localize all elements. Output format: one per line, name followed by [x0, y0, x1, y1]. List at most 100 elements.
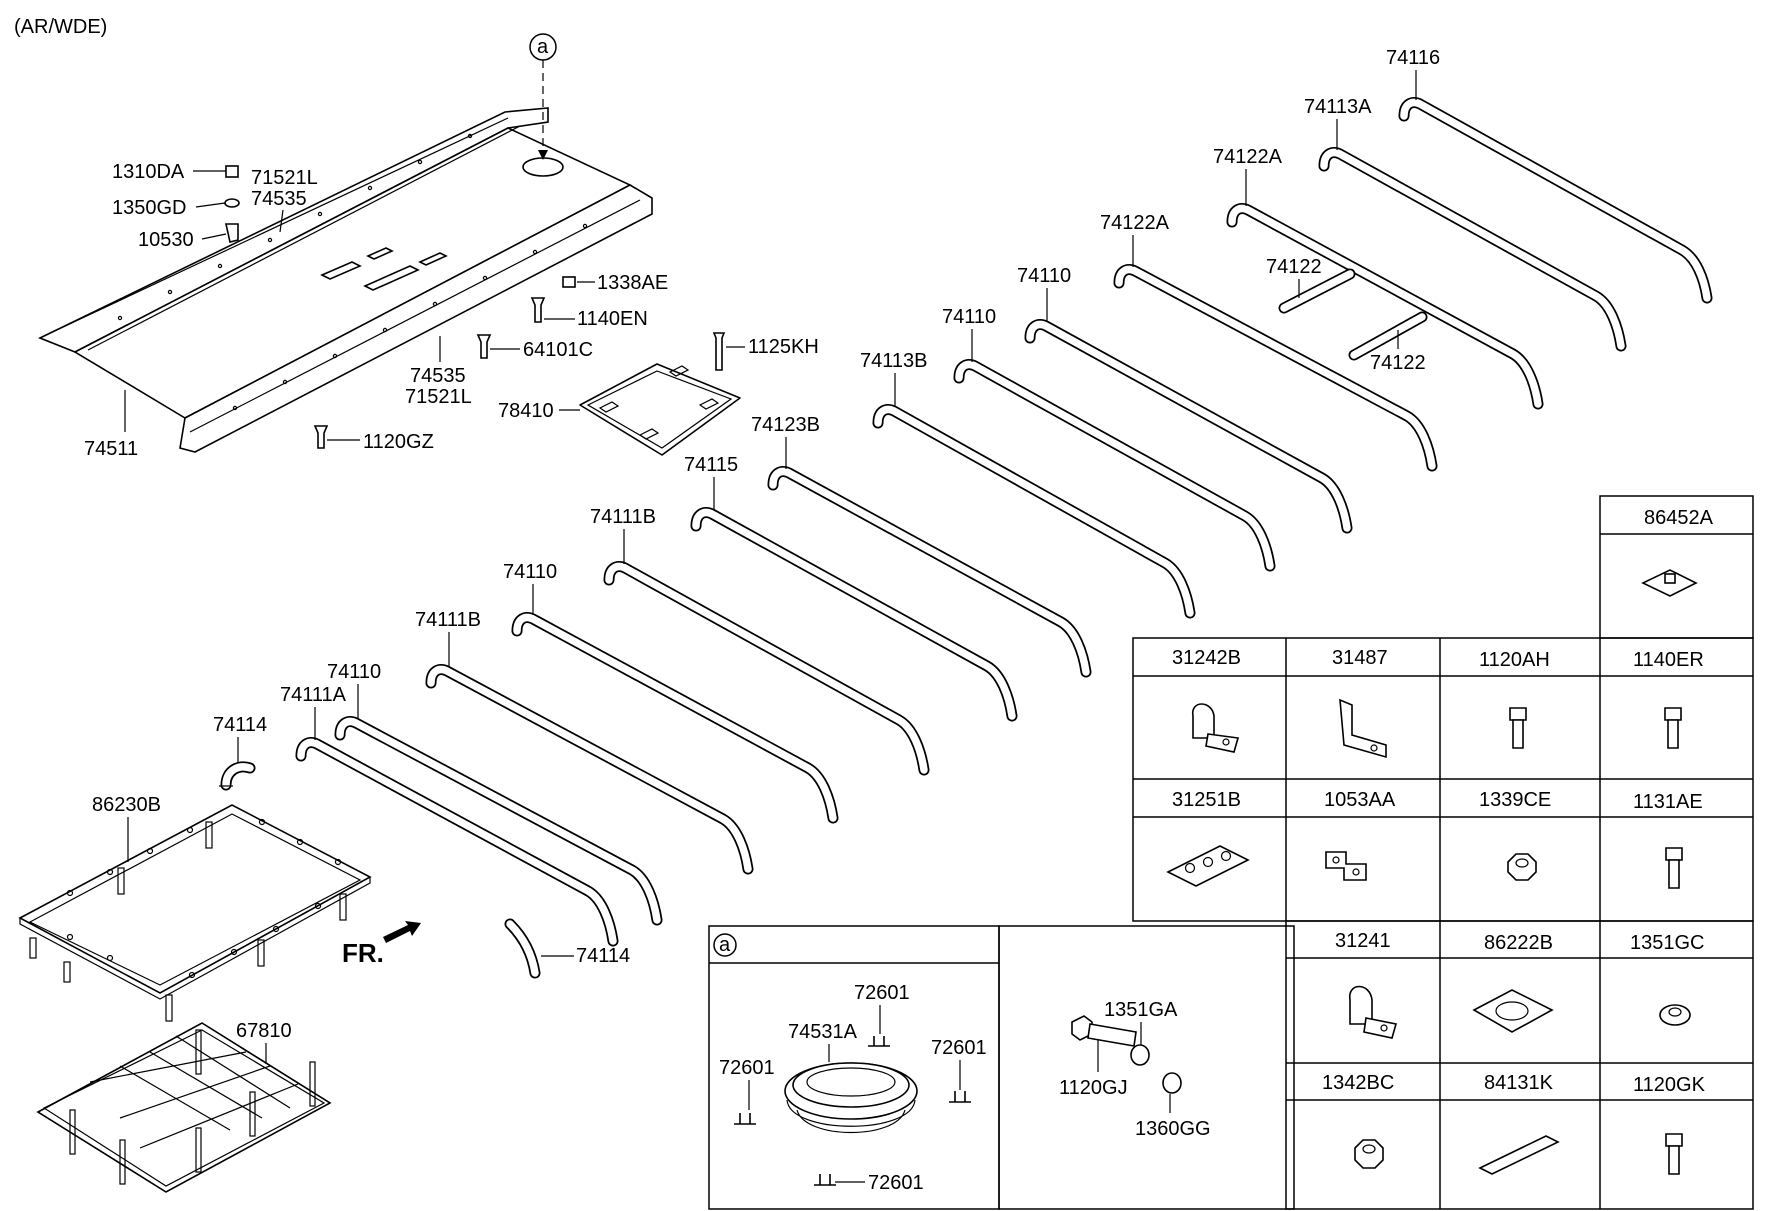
bow-labels: 74116 74113A 74122A 74122A 74122 74122 7… [213, 47, 1440, 967]
cell-1120AH: 1120AH [1479, 649, 1550, 671]
label-71521L-top: 71521L [251, 167, 318, 189]
label-74114-2: 74114 [576, 945, 630, 967]
label-74122A-1: 74122A [1213, 146, 1283, 168]
bow-74110-2 [953, 359, 1276, 572]
cell-84131K: 84131K [1484, 1072, 1554, 1094]
icon-1053AA [1325, 851, 1367, 881]
cell-1131AE: 1131AE [1633, 791, 1703, 813]
cell-1339CE: 1339CE [1479, 789, 1551, 811]
callout-a: a [529, 33, 557, 160]
label-74122A-2: 74122A [1100, 212, 1170, 234]
front-direction-indicator: FR. [342, 921, 421, 968]
cell-86222B: 86222B [1484, 932, 1553, 954]
inset-a-label: a [719, 934, 731, 956]
cell-31241: 31241 [1335, 930, 1391, 952]
front-label: FR. [342, 938, 384, 968]
label-74122-1: 74122 [1266, 256, 1322, 278]
bar-74122-1 [1278, 268, 1356, 314]
bow-74113B [872, 404, 1196, 619]
cell-1120GK: 1120GK [1633, 1074, 1706, 1096]
variant-label: (AR/WDE) [14, 16, 107, 38]
label-74114-1: 74114 [213, 714, 267, 736]
icon-31241 [1349, 985, 1398, 1039]
cell-31242B: 31242B [1172, 647, 1241, 669]
clips-72601 [734, 1036, 971, 1186]
bow-74122A-2 [1113, 264, 1438, 472]
bar-74122-2 [1348, 311, 1428, 361]
bow-74123B [767, 466, 1092, 678]
label-74110-2: 74110 [942, 306, 996, 328]
label-74113A: 74113A [1304, 96, 1372, 118]
icon-1339CE [1507, 853, 1537, 881]
washer-1360GG [1162, 1072, 1182, 1094]
grommet-74531A [784, 1062, 918, 1133]
cell-31487: 31487 [1332, 647, 1388, 669]
label-67810: 67810 [236, 1020, 292, 1042]
endcap-74114-1 [219, 761, 256, 791]
cell-1140ER: 1140ER [1633, 649, 1704, 671]
icon-1120AH [1509, 707, 1527, 749]
icon-86452A [1641, 569, 1698, 597]
label-74110-1: 74110 [1017, 265, 1071, 287]
bow-74113A [1318, 147, 1627, 352]
icon-31487 [1339, 698, 1387, 759]
label-72601-bottom: 72601 [868, 1172, 924, 1194]
bow-74111B-1 [603, 561, 930, 776]
parts-table: 86452A 31242B 31487 1120AH 1140ER 31251B… [1132, 495, 1754, 1210]
icon-1342BC [1354, 1139, 1384, 1169]
bow-74115 [690, 507, 1018, 722]
cell-86452A: 86452A [1644, 507, 1714, 529]
label-74535-top: 74535 [251, 188, 307, 210]
icon-86222B [1472, 989, 1554, 1033]
label-1140EN: 1140EN [577, 308, 648, 330]
icon-1140ER [1664, 707, 1682, 749]
washer-1351GA [1130, 1044, 1150, 1066]
label-74115: 74115 [684, 454, 738, 476]
label-1125KH: 1125KH [748, 336, 819, 358]
label-1120GJ: 1120GJ [1059, 1077, 1128, 1099]
cell-1351GC: 1351GC [1630, 932, 1705, 954]
label-74123B: 74123B [751, 414, 820, 436]
label-74111B-1: 74111B [590, 506, 656, 528]
label-74110-3: 74110 [503, 561, 557, 583]
icon-1120GK [1665, 1133, 1683, 1175]
bow-74110-1 [1024, 319, 1353, 534]
icon-31242B [1192, 703, 1240, 753]
inset-a: a 72601 74531A 72601 72601 72601 [708, 925, 1295, 1210]
label-1360GG: 1360GG [1135, 1118, 1211, 1140]
label-71521L-bot: 71521L [405, 386, 472, 408]
roof-bows [219, 97, 1713, 979]
label-72601-top: 72601 [854, 982, 910, 1004]
roof-fasteners [224, 165, 726, 449]
label-74511: 74511 [84, 438, 138, 460]
label-64101C: 64101C [523, 339, 593, 361]
roof-panel-assembly [38, 107, 653, 453]
bow-74110-3 [511, 612, 839, 824]
bow-74116 [1398, 97, 1713, 304]
cell-31251B: 31251B [1172, 789, 1241, 811]
hatch-78410: 1125KH 78410 [498, 336, 819, 456]
bow-74122A-1 [1226, 203, 1544, 410]
label-10530: 10530 [138, 229, 194, 251]
label-74122-2: 74122 [1370, 352, 1426, 374]
callout-a-label: a [537, 36, 549, 58]
label-72601-left: 72601 [719, 1057, 775, 1079]
label-74111B-2: 74111B [415, 609, 481, 631]
label-74110-4: 74110 [327, 661, 381, 683]
label-74531A: 74531A [788, 1021, 858, 1043]
label-74535-bot: 74535 [410, 365, 466, 387]
bow-74111B-2 [425, 664, 754, 875]
bolt-1120GJ [1071, 1015, 1137, 1047]
frame-86230B: 86230B [18, 794, 372, 1022]
icon-31251B [1166, 845, 1250, 887]
label-78410: 78410 [498, 400, 554, 422]
icon-1351GC [1659, 1004, 1691, 1026]
icon-1131AE [1665, 847, 1683, 889]
label-72601-right: 72601 [931, 1037, 987, 1059]
cell-1342BC: 1342BC [1322, 1072, 1394, 1094]
endcap-74114-2 [504, 918, 541, 979]
label-74111A: 74111A [280, 684, 347, 706]
bow-74110-4 [334, 716, 663, 926]
roof-labels: 1310DA 71521L 74535 1350GD 10530 1338AE … [84, 161, 668, 460]
